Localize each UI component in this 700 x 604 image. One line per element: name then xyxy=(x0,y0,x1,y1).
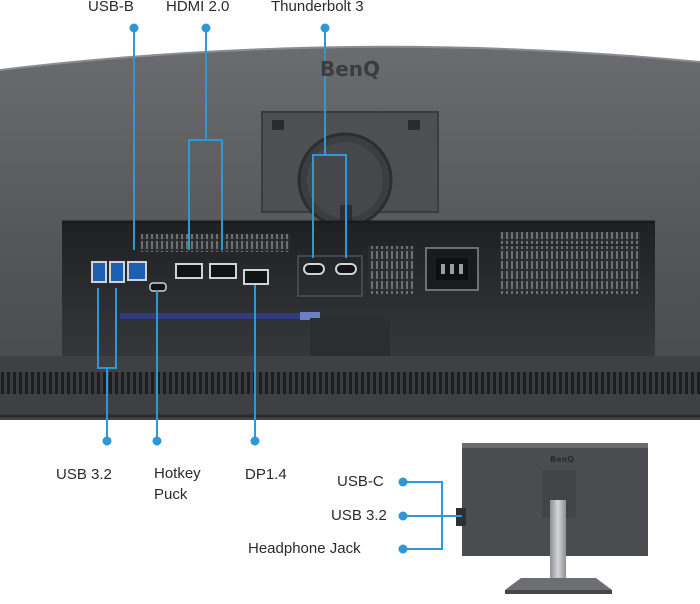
thunderbolt-port-1 xyxy=(303,263,325,275)
usb-a-port-1 xyxy=(91,261,107,283)
stand-neck xyxy=(550,500,566,582)
thunderbolt-bracket-line xyxy=(312,154,347,258)
brand-logos: BenQ BenQ xyxy=(320,57,574,464)
callout-label-usb-b: USB-B xyxy=(88,0,134,15)
hdmi-bracket-line xyxy=(188,139,223,250)
callout-label-dp: DP1.4 xyxy=(245,466,287,483)
thunderbolt-port-2 xyxy=(335,263,357,275)
hotkey-puck-dot xyxy=(152,436,162,446)
usb-a-port-2 xyxy=(109,261,125,283)
brand-logo: BenQ xyxy=(320,57,380,81)
callout-lines xyxy=(97,23,462,554)
callout-label-hdmi: HDMI 2.0 xyxy=(166,0,230,15)
dp-dot xyxy=(250,436,260,446)
brand-logo-small: BenQ xyxy=(550,455,574,464)
hotkey-puck-port xyxy=(149,282,167,292)
bay-vent-left xyxy=(140,234,290,252)
port-label-strip xyxy=(120,313,320,319)
monitor-side-view xyxy=(456,443,648,594)
stand-base xyxy=(505,578,612,590)
callout-label-headphone-jack: Headphone Jack xyxy=(248,540,361,557)
usb-b-port xyxy=(127,261,147,281)
bay-grill-center xyxy=(368,246,414,294)
callout-label-hotkey-puck: Hotkey Puck xyxy=(154,465,201,503)
callout-label-usb32-side: USB 3.2 xyxy=(331,507,387,524)
usb32-dot xyxy=(102,436,112,446)
callout-label-thunderbolt: Thunderbolt 3 xyxy=(271,0,364,15)
callout-label-usb32: USB 3.2 xyxy=(56,466,112,483)
bay-grill-right xyxy=(500,246,640,294)
callout-label-usb-c: USB-C xyxy=(337,473,384,490)
bottom-vent-strip xyxy=(0,372,700,394)
hdmi-port-1 xyxy=(175,263,203,279)
displayport-port xyxy=(243,269,269,285)
hdmi-port-2 xyxy=(209,263,237,279)
